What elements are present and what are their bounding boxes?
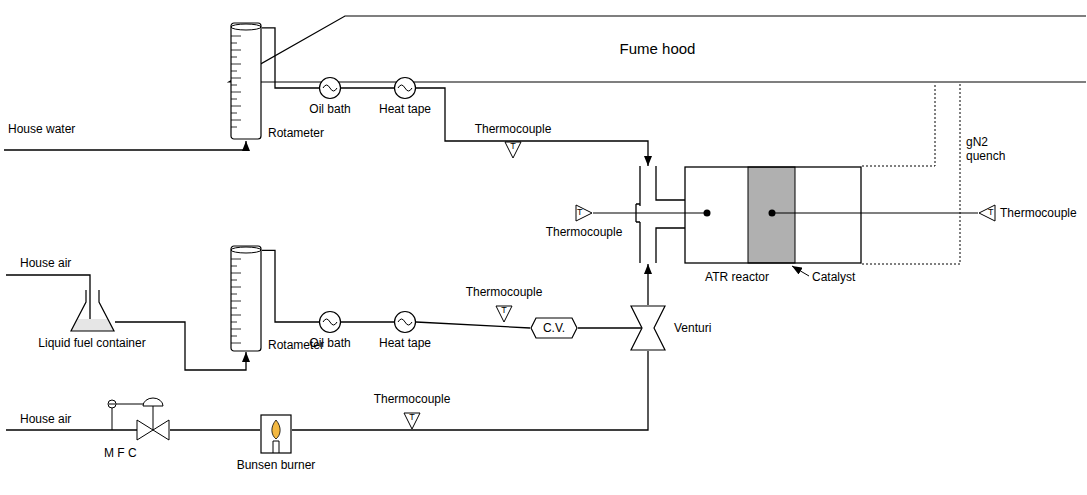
node-label: Thermocouple [466, 285, 543, 299]
node-label: ATR reactor [705, 270, 769, 284]
inlet-label: House air [20, 412, 71, 426]
node-label: Rotameter [268, 126, 324, 140]
sensor-letter: T [409, 412, 415, 422]
node-label: Liquid fuel container [38, 336, 145, 350]
node-label: Thermocouple [546, 225, 623, 239]
node-label: Heat tape [379, 336, 431, 350]
rotameter: Rotameter [230, 22, 262, 140]
oil-bath: Oil bath [319, 311, 341, 333]
sensor-letter: T [510, 141, 516, 151]
thermocouple-rod [593, 212, 707, 213]
inlet-label: House air [20, 256, 71, 270]
node-label: C.V. [543, 321, 565, 335]
node-label: Thermocouple [475, 122, 552, 136]
thermocouple-rod [772, 212, 978, 213]
heat-tape-outline [394, 311, 416, 333]
air-supply-line [6, 429, 137, 430]
sensor-letter: T [501, 305, 507, 315]
quench-label: gN2 quench [966, 135, 1014, 163]
node-label: Thermocouple [374, 392, 451, 406]
flow-line [647, 264, 648, 305]
node-label: Oil bath [309, 102, 350, 116]
thermocouple: TThermocouple [495, 305, 513, 323]
flow-line [262, 250, 319, 322]
atr-reactor: ATR reactor [636, 166, 862, 264]
thermocouple: TThermocouple [575, 204, 593, 222]
heat-tape: Heat tape [394, 311, 416, 333]
thermocouple-tip [704, 210, 711, 217]
flow-line [170, 429, 260, 430]
bunsen-burner-outline [260, 414, 292, 454]
venturi: Venturi [630, 305, 666, 351]
thermocouple: TThermocouple [504, 141, 522, 159]
node-label: Venturi [674, 321, 711, 335]
air-supply-line [6, 275, 90, 324]
bunsen-burner: Bunsen burner [260, 414, 292, 454]
fuel-container: Liquid fuel container [70, 290, 115, 332]
check-valve: C.V. [530, 317, 578, 339]
fuel-container-outline [70, 290, 115, 332]
flow-line [341, 321, 394, 322]
node-label: Bunsen burner [237, 458, 316, 472]
quench-line [862, 83, 935, 166]
water-supply-line [4, 141, 246, 150]
node-label: Thermocouple [1000, 206, 1077, 220]
thermocouple: TThermocouple [403, 412, 421, 430]
fume-hood: Fume hood [228, 15, 1087, 83]
sensor-letter: T [577, 207, 583, 217]
node-label: Heat tape [379, 102, 431, 116]
node-label: M F C [104, 446, 137, 460]
heat-tape-outline [394, 77, 416, 99]
flow-line [292, 351, 648, 430]
rotameter-outline [230, 22, 262, 140]
rotameter-outline [230, 245, 262, 352]
rotameter: Rotameter [230, 245, 262, 352]
inlet-label: House water [8, 122, 75, 136]
thermocouple-tip [769, 210, 776, 217]
atr-reactor-outline [636, 166, 862, 264]
mass-flow-controller-outline [136, 396, 170, 440]
flow-line [578, 327, 642, 328]
venturi-outline [630, 305, 666, 351]
oil-bath-outline [319, 77, 341, 99]
thermocouple: TThermocouple [978, 204, 996, 222]
mass-flow-controller: M F C [136, 396, 170, 440]
sensor-symbol [108, 400, 116, 408]
leader-line [792, 266, 809, 276]
part-label: Catalyst [812, 270, 855, 284]
sensor-symbol [109, 404, 115, 405]
sensor-letter: T [988, 207, 994, 217]
oil-bath: Oil bath [319, 77, 341, 99]
flow-line [416, 88, 648, 166]
node-label: Fume hood [620, 41, 696, 57]
node-label: Oil bath [309, 336, 350, 350]
heat-tape: Heat tape [394, 77, 416, 99]
quench-line [862, 83, 960, 264]
flow-line [341, 87, 394, 88]
catalyst-bed [748, 167, 795, 263]
oil-bath-outline [319, 311, 341, 333]
flow-line [416, 322, 530, 328]
